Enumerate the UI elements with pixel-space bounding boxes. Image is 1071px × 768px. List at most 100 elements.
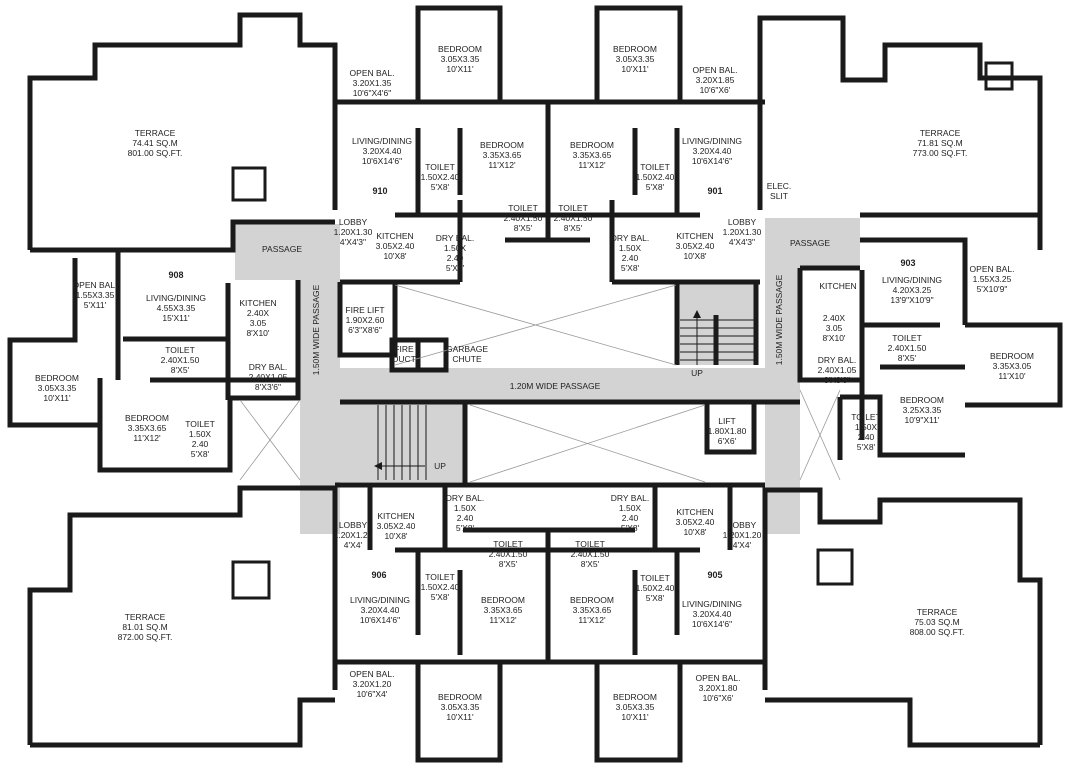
- room-name: LOBBY: [338, 217, 368, 227]
- unit-number-text: 906: [371, 570, 387, 580]
- room-name: UP: [691, 368, 703, 378]
- room-dimension: 11'X12': [133, 433, 161, 443]
- room-dimension: 10'X11': [43, 393, 71, 403]
- room-name: DRY BAL.: [435, 233, 475, 243]
- room-dimension: 5'X10'9": [976, 284, 1008, 294]
- room-name: TOILET: [851, 412, 881, 422]
- room-dimension: 1.50X2.40: [635, 583, 675, 593]
- arrow-up-icon: [693, 310, 701, 318]
- room-name: TOILET: [493, 539, 523, 549]
- room-dimension: 6'X6': [717, 436, 737, 446]
- room-name: TOILET: [558, 203, 588, 213]
- room-name: BEDROOM: [35, 373, 79, 383]
- room-dimension: 10'X11': [446, 712, 474, 722]
- room-name: TOILET: [425, 572, 455, 582]
- room-name: TERRACE: [919, 128, 961, 138]
- room-name: BEDROOM: [438, 692, 482, 702]
- room-dimension: 1.50X: [188, 429, 212, 439]
- room-name: BEDROOM: [990, 351, 1034, 361]
- room-name: KITCHEN: [676, 231, 714, 241]
- room-dimension: 10'6"X6': [702, 693, 734, 703]
- room-name: PASSAGE: [262, 244, 302, 254]
- room-name: LIVING/DINING: [350, 595, 410, 605]
- room-name: BEDROOM: [125, 413, 169, 423]
- room-dimension: 10'X8': [683, 251, 707, 261]
- room-name: LIVING/DINING: [146, 293, 206, 303]
- room-dimension: 8'X5': [498, 559, 518, 569]
- room-dimension: 10'X8': [384, 531, 408, 541]
- room-dimension: 5'X8': [620, 263, 640, 273]
- room-dimension: 3.05X3.35: [615, 54, 655, 64]
- room-dimension: 1.50X2.40: [420, 582, 460, 592]
- room-name: LOBBY: [727, 217, 757, 227]
- room-dimension: 1.20X1.20: [333, 530, 373, 540]
- room-dimension: 10'6"X4': [356, 689, 388, 699]
- room-dimension: 10'X11': [446, 64, 474, 74]
- passage-left-label: PASSAGE: [262, 244, 302, 254]
- stair-up-bottom-label: UP: [434, 461, 446, 471]
- room-dimension: 3.05X3.35: [37, 383, 77, 393]
- room-name: BEDROOM: [570, 140, 614, 150]
- room-name: LIFT: [718, 416, 736, 426]
- room-name: KITCHEN: [676, 507, 714, 517]
- room-dimension: 2.40X1.50: [503, 213, 543, 223]
- room-dimension: 2.40X1.50: [887, 343, 927, 353]
- room-name: UP: [434, 461, 446, 471]
- room-dimension: 10'6"X6': [699, 85, 731, 95]
- unit-number-text: 903: [900, 258, 916, 268]
- elec-slit-label: ELEC.SLIT: [767, 181, 792, 201]
- room-dimension: CHUTE: [452, 354, 482, 364]
- room-dimension: 10'6X14'6": [691, 156, 733, 166]
- wide-passage-right-label: 1.50M WIDE PASSAGE: [774, 274, 784, 366]
- room-name: TERRACE: [124, 612, 166, 622]
- room-dimension: 8'X5': [897, 353, 917, 363]
- room-name: TOILET: [640, 162, 670, 172]
- room-dimension: 8'X3'6": [254, 382, 282, 392]
- room-dimension: 1.20X1.30: [333, 227, 373, 237]
- room-dimension: 3.05X3.35: [615, 702, 655, 712]
- room-dimension: 13'9"X10'9": [890, 295, 934, 305]
- room-dimension: 1.50X: [854, 422, 878, 432]
- room-name: GARBAGE: [445, 344, 489, 354]
- room-dimension: 1.50X2.40: [635, 172, 675, 182]
- room-name: OPEN BAL.: [695, 673, 741, 683]
- room-dimension: 8'X10': [246, 328, 270, 338]
- room-name: LOBBY: [727, 520, 757, 530]
- unit-number: 905: [707, 570, 722, 580]
- room-name: OPEN BAL.: [692, 65, 738, 75]
- room-dimension: 3.35X3.65: [572, 605, 612, 615]
- room-dimension: 2.40: [456, 513, 474, 523]
- room-dimension: 4'X4'3": [728, 237, 756, 247]
- room-dimension: 2.40X1.50: [488, 549, 528, 559]
- room-name: 1.20M WIDE PASSAGE: [509, 381, 601, 391]
- room-dimension: 4'X4'3": [339, 237, 367, 247]
- stair-up-arrows: [374, 310, 701, 470]
- room-dimension: 74.41 SQ.M: [132, 138, 178, 148]
- room-name: LIVING/DINING: [352, 136, 412, 146]
- unit-number-text: 901: [707, 186, 723, 196]
- room-name: TOILET: [640, 573, 670, 583]
